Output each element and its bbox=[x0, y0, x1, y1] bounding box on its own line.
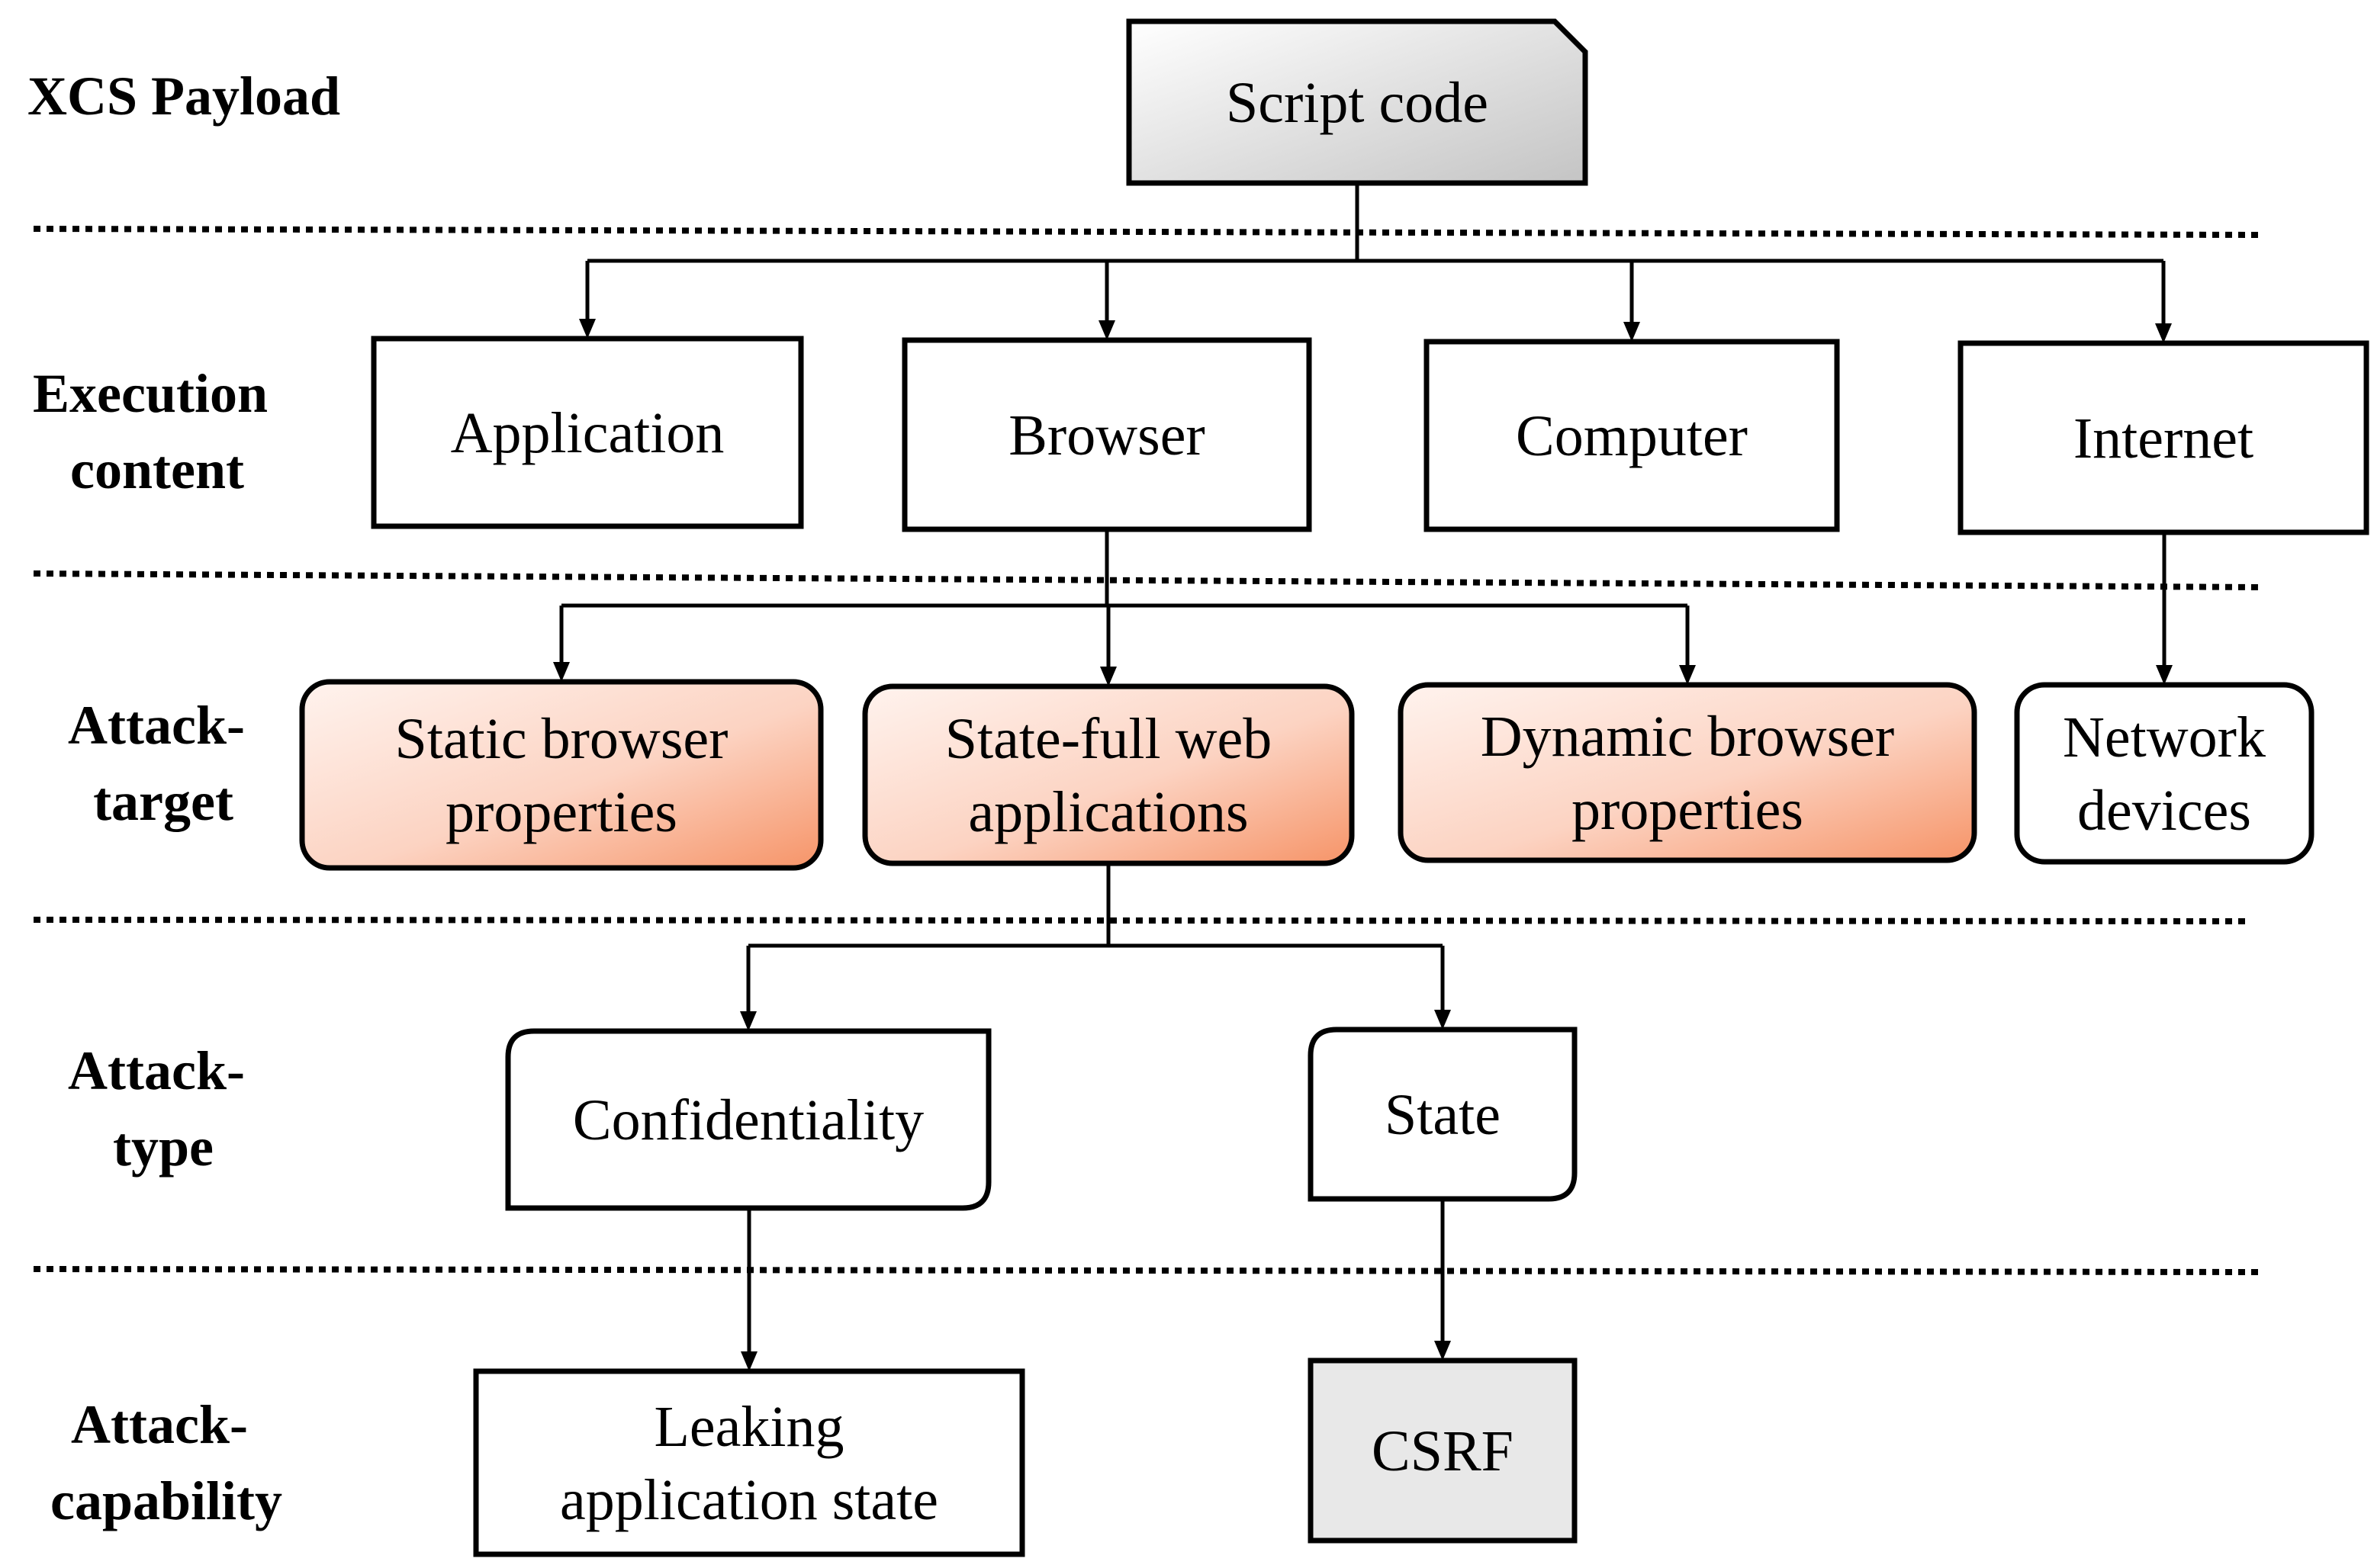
edge-browser-to-dynamic-arrowhead bbox=[1679, 665, 1696, 685]
node-browser-label: Browser bbox=[1008, 403, 1205, 468]
node-internet-label-line-1: Internet bbox=[2073, 406, 2253, 471]
node-csrf-shape bbox=[1308, 1358, 1578, 1544]
row-label-payload: XCS Payload bbox=[27, 66, 340, 127]
node-statefull-label-line-1: State-full web bbox=[945, 707, 1272, 771]
node-browser: Browser bbox=[902, 337, 1312, 532]
node-computer-shape bbox=[1423, 339, 1840, 532]
node-statefull-label-line-2: applications bbox=[968, 780, 1248, 844]
separator-1 bbox=[33, 226, 2259, 238]
node-static-label: Static browser properties bbox=[395, 707, 729, 844]
node-leaking-shape bbox=[473, 1368, 1025, 1557]
row-label-capability: Attack- capability bbox=[50, 1394, 282, 1531]
row-label-capability-line-1: Attack- bbox=[71, 1394, 248, 1455]
edge-confidentiality-to-leaking-arrowhead bbox=[741, 1351, 758, 1371]
connectors bbox=[553, 183, 2173, 1371]
edge-browser-to-static-arrowhead bbox=[553, 662, 570, 682]
edge-script-to-internet-arrowhead bbox=[2155, 323, 2172, 343]
node-leaking-label-line-1: Leaking bbox=[654, 1395, 844, 1459]
edge-script-to-computer-arrowhead bbox=[1623, 322, 1640, 342]
node-computer-label: Computer bbox=[1516, 404, 1748, 468]
node-application-label-line-1: Application bbox=[451, 401, 725, 465]
node-statefull-label: State-full web applications bbox=[945, 707, 1272, 844]
node-application-label: Application bbox=[451, 401, 725, 465]
edge-state-to-csrf-arrowhead bbox=[1434, 1341, 1451, 1361]
row-label-type-line-2: type bbox=[113, 1117, 214, 1178]
node-state-shape bbox=[1308, 1027, 1578, 1202]
row-label-target-line-2: target bbox=[93, 771, 233, 832]
node-dynamic: Dynamic browser properties bbox=[1398, 682, 1977, 863]
node-csrf: CSRF bbox=[1308, 1358, 1578, 1544]
node-statefull: State-full web applications bbox=[862, 683, 1355, 866]
row-label-type-line-1: Attack- bbox=[68, 1040, 245, 1101]
node-leaking-label: Leaking application state bbox=[560, 1395, 938, 1532]
node-network: Network devices bbox=[2014, 682, 2314, 865]
node-network-label-line-1: Network bbox=[2063, 705, 2266, 770]
node-internet-label: Internet bbox=[2073, 406, 2253, 471]
node-script-shape bbox=[1126, 18, 1588, 186]
node-static-shape bbox=[299, 679, 824, 871]
separator-3 bbox=[33, 917, 2247, 924]
node-confidentiality: Confidentiality bbox=[505, 1028, 992, 1211]
row-label-target-line-1: Attack- bbox=[68, 695, 245, 756]
row-label-execution-line-1: Execution bbox=[33, 363, 268, 424]
node-network-label: Network devices bbox=[2063, 705, 2266, 843]
node-dynamic-label-line-2: properties bbox=[1571, 778, 1803, 842]
edge-browser-to-statefull-arrowhead bbox=[1100, 667, 1117, 686]
node-script: Script code bbox=[1126, 18, 1588, 186]
node-confidentiality-label: Confidentiality bbox=[573, 1088, 924, 1152]
node-computer-label-line-1: Computer bbox=[1516, 404, 1748, 468]
node-dynamic-label: Dynamic browser properties bbox=[1481, 705, 1894, 842]
node-script-label-line-1: Script code bbox=[1226, 71, 1488, 135]
node-internet-shape bbox=[1957, 340, 2369, 535]
row-label-execution-line-2: content bbox=[70, 439, 244, 500]
node-browser-shape bbox=[902, 337, 1312, 532]
separator-2 bbox=[33, 570, 2259, 590]
node-confidentiality-label-line-1: Confidentiality bbox=[573, 1088, 924, 1152]
row-label-type: Attack- type bbox=[68, 1040, 259, 1178]
separator-4 bbox=[33, 1266, 2259, 1275]
node-computer: Computer bbox=[1423, 339, 1840, 532]
node-state-label-line-1: State bbox=[1385, 1083, 1501, 1147]
node-dynamic-label-line-1: Dynamic browser bbox=[1481, 705, 1894, 769]
node-state-label: State bbox=[1385, 1083, 1501, 1147]
node-leaking: Leaking application state bbox=[473, 1368, 1025, 1557]
node-static: Static browser properties bbox=[299, 679, 824, 871]
row-label-target: Attack- target bbox=[68, 695, 259, 832]
node-application-shape bbox=[371, 336, 804, 529]
node-script-label: Script code bbox=[1226, 71, 1488, 135]
edge-statefull-to-confidentiality-arrowhead bbox=[740, 1011, 757, 1031]
row-label-execution: Execution content bbox=[33, 363, 281, 500]
node-confidentiality-shape bbox=[505, 1028, 992, 1211]
node-state: State bbox=[1308, 1027, 1578, 1202]
node-dynamic-shape bbox=[1398, 682, 1977, 863]
row-label-capability-line-2: capability bbox=[50, 1470, 282, 1531]
edge-statefull-to-state-arrowhead bbox=[1434, 1010, 1451, 1030]
row-labels: XCS Payload Execution content Attack- ta… bbox=[27, 66, 340, 1531]
edge-script-to-browser-arrowhead bbox=[1099, 320, 1115, 340]
edge-script-to-application-arrowhead bbox=[579, 319, 596, 339]
node-application: Application bbox=[371, 336, 804, 529]
node-browser-label-line-1: Browser bbox=[1008, 403, 1205, 468]
row-label-payload-line-1: XCS Payload bbox=[27, 66, 340, 127]
node-static-label-line-2: properties bbox=[446, 780, 677, 844]
node-csrf-label-line-1: CSRF bbox=[1372, 1419, 1514, 1483]
node-network-label-line-2: devices bbox=[2077, 779, 2251, 843]
node-leaking-label-line-2: application state bbox=[560, 1468, 938, 1532]
edge-internet-to-network-arrowhead bbox=[2156, 665, 2173, 685]
node-internet: Internet bbox=[1957, 340, 2369, 535]
node-statefull-shape bbox=[862, 683, 1355, 866]
node-network-shape bbox=[2014, 682, 2314, 865]
node-static-label-line-1: Static browser bbox=[395, 707, 729, 771]
row-separators bbox=[33, 226, 2259, 1275]
node-csrf-label: CSRF bbox=[1372, 1419, 1514, 1483]
